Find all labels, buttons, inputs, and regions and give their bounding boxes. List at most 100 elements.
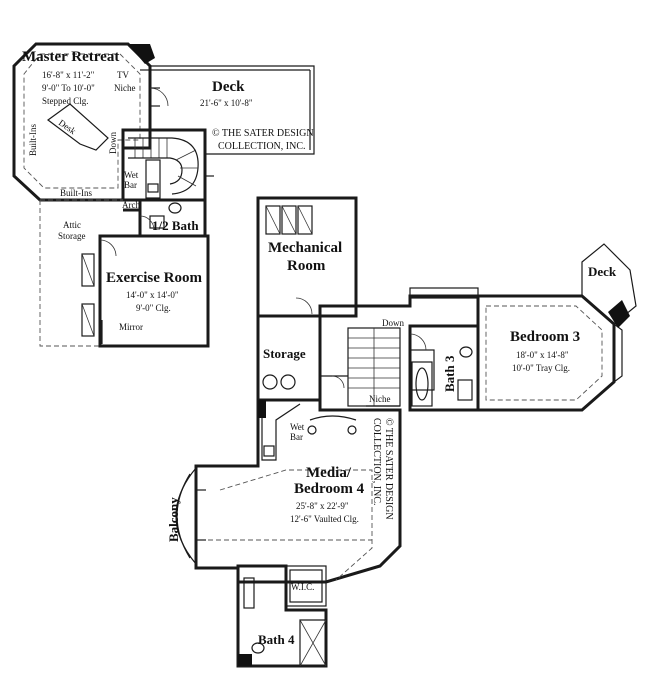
master-retreat-ceiling1: 9'-0" To 10'-0" [42,83,95,93]
bath4-label: Bath 4 [258,632,295,647]
skylight-2 [81,303,95,337]
balcony-area [175,467,206,565]
newel-post-left [307,425,317,435]
stair-treads [128,137,199,195]
master-retreat-stepped-ceiling [23,53,141,189]
balcony-outer [175,467,197,565]
mirror-label: Mirror [119,322,143,332]
arch-label: Arch [122,200,140,210]
deck-top-rail [150,65,315,155]
mechanical-label-2: Room [287,258,326,274]
copyright-vertical-1: © THE SATER DESIGN [383,418,394,520]
mechanical-room-walls [256,196,358,318]
media-wet-bar-sink [263,445,275,457]
bar2-label: Bar [290,432,303,442]
mechanical-label-1: Mechanical [268,240,342,256]
master-retreat-label: Master Retreat [22,49,119,65]
down-right-label: Down [382,318,404,328]
exercise-room-area [98,234,210,348]
master-retreat-ceiling2: Stepped Clg. [42,96,89,106]
built-ins-left-label: Built-Ins [28,124,38,156]
wic-shelving [289,569,323,603]
bath3-tub [411,361,433,407]
right-deck-area [581,243,637,328]
attic-storage-outline [39,200,100,347]
bath3-sink [459,346,473,358]
wet-bar-counter [145,159,161,199]
bath4-area [236,564,328,668]
half-bath-vanity [149,215,165,229]
bedroom3-dim: 18'-0" x 14'-8" [516,350,569,360]
built-ins-bottom-label: Built-Ins [60,188,92,198]
down-label: Down [108,132,118,154]
media-vault-lines [219,469,373,581]
wic-walls [285,565,327,607]
stair-block [121,128,214,202]
exercise-room-walls [98,234,210,348]
skylight-1 [81,253,95,287]
niche-label: Niche [114,83,136,93]
bath3-door-swing [409,333,427,351]
niche-right-label: Niche [369,394,391,404]
bath3-area [408,324,480,412]
bath4-toilet [251,642,265,654]
bedroom3-label: Bedroom 3 [510,329,580,345]
bath4-vanity [243,577,255,609]
deck-top-label: Deck [212,79,245,95]
bar-label: Bar [124,180,137,190]
deck-right-label: Deck [588,264,617,279]
balcony-inner [176,473,191,559]
bedroom3-closet [409,287,479,299]
stair-block-walls [121,128,207,202]
mechanical-units [265,205,313,235]
linen-closet [409,349,435,391]
desk-shape [46,103,109,151]
wic-label: W.I.C. [291,582,314,592]
bath3-toilet [457,379,473,401]
bedroom3-ceiling: 10'-0" Tray Clg. [512,363,570,373]
exercise-door-swing [99,239,117,257]
copyright-line2: COLLECTION, INC. [218,141,306,152]
water-heater-2 [280,374,296,390]
media-wet-bar [261,403,301,461]
media-label-1: Media/ [306,465,352,481]
stair-steps [348,328,400,406]
wet-bar-sink [147,183,159,193]
bedroom3-tray-ceiling [485,305,603,401]
deck-top-dim: 21'-6" x 10'-8" [200,98,253,108]
half-bath-label: 1/2 Bath [152,218,199,233]
attic-label: Attic [63,220,81,230]
deck-door-swing [149,87,169,107]
media-label-2: Bedroom 4 [294,481,365,497]
exercise-room-ceiling: 9'-0" Clg. [136,303,171,313]
half-bath-door-swing [139,215,155,231]
water-heater-1 [262,374,278,390]
copyright-vertical-2: COLLECTION, INC. [371,418,382,506]
wet-label: Wet [124,170,139,180]
media-stair-curve [309,415,357,421]
exercise-room-label: Exercise Room [106,270,202,286]
newel-post-right [347,425,357,435]
wet2-label: Wet [290,422,305,432]
copyright-line1: © THE SATER DESIGN [212,128,314,139]
attic-storage-label: Storage [58,231,86,241]
tv-label: TV [117,70,129,80]
master-corner-column [128,44,155,64]
half-bath-toilet [168,202,182,214]
master-retreat-dim: 16'-8" x 11'-2" [42,70,95,80]
balcony-label: Balcony [166,497,181,542]
central-hall-walls [318,294,478,316]
top-deck-area [149,65,315,155]
bath4-column [238,654,252,666]
desk-label: Desk [57,117,78,136]
bath3-tub-basin [415,367,429,401]
right-deck-column [608,300,630,328]
media-ceiling: 12'-6" Vaulted Clg. [290,514,359,524]
landing-door-swing [331,375,345,389]
mechanical-room-area [256,196,358,318]
attic-storage-area [39,199,123,347]
storage-label: Storage [263,346,306,361]
exercise-room-dim: 14'-0" x 14'-0" [126,290,179,300]
media-dim: 25'-8" x 22'-9" [296,501,349,511]
